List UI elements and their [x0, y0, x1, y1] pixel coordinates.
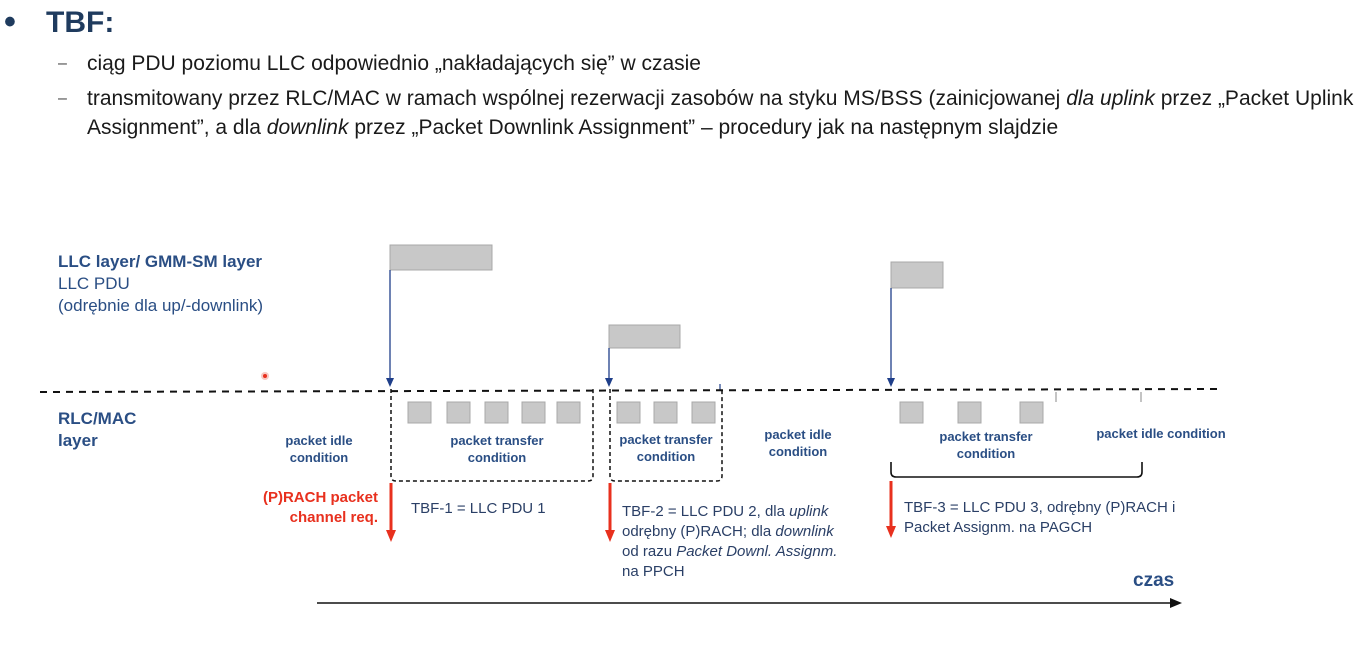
- prach-request-label: (P)RACH packet channel req.: [262, 489, 378, 526]
- rlc-block: [616, 401, 641, 424]
- tbf-brackets: [390, 389, 1143, 482]
- point-1-text: ciąg PDU poziomu LLC odpowiednio „nakład…: [87, 52, 701, 75]
- llc-arrow-3-head: [887, 378, 895, 387]
- point-2-part-e: przez „Packet Downlink Assignment” – pro…: [348, 116, 1059, 139]
- llc-pdu-label: LLC PDU: [58, 274, 130, 293]
- title-bullet: •: [4, 3, 16, 41]
- point-dash: –: [58, 90, 67, 107]
- llc-pdu-block-1: [389, 244, 493, 271]
- tbf-2-line-2: odrębny (P)RACH; dla: [622, 523, 776, 540]
- pointer-dot-center: [263, 374, 267, 378]
- time-axis-label: czas: [1133, 570, 1175, 591]
- point-2-part-a: transmitowany przez RLC/MAC w ramach wsp…: [87, 87, 1067, 110]
- tbf-3-label: TBF-3 = LLC PDU 3, odrębny (P)RACH i Pac…: [904, 498, 1224, 538]
- llc-direction-note: (odrębnie dla up/-downlink): [58, 296, 264, 315]
- tbf-3-line-2: Packet Assignm. na PAGCH: [904, 519, 1093, 536]
- slide-title: TBF:: [46, 6, 115, 39]
- prach-arrow-1-head: [386, 530, 396, 542]
- transfer-condition-3: packet transfer condition: [939, 429, 1033, 461]
- rlc-block: [407, 401, 432, 424]
- prach-arrow-3-head: [886, 526, 896, 538]
- idle-condition-1: packet idle condition: [285, 433, 353, 465]
- llc-arrow-2-head: [605, 378, 613, 387]
- layer-separator: [39, 388, 1219, 393]
- point-2-text: transmitowany przez RLC/MAC w ramach wsp…: [87, 84, 1357, 142]
- rlc-layer-label: RLC/MAC layer: [58, 409, 137, 450]
- tbf-2-uplink: uplink: [789, 503, 829, 520]
- llc-to-rlc-arrows: [386, 270, 895, 390]
- point-dash: –: [58, 55, 67, 72]
- tbf-3-bracket: [890, 462, 1143, 478]
- point-2-italic-downlink: downlink: [266, 116, 349, 139]
- point-2-part-c: przez „Packet Uplink Assignment”, a dla: [87, 87, 1354, 139]
- tbf-2-line-1: TBF-2 = LLC PDU 2, dla: [622, 503, 790, 520]
- llc-pdu-block-3: [890, 261, 944, 289]
- transfer-condition-2: packet transfer condition: [619, 432, 713, 464]
- point-2-italic-uplink: dla uplink: [1066, 87, 1155, 110]
- tbf-2-bracket: [609, 389, 723, 482]
- rlc-blocks: [407, 401, 1044, 424]
- rlc-block: [446, 401, 471, 424]
- idle-condition-2: packet idle condition: [764, 427, 832, 459]
- prach-arrow-2-head: [605, 530, 615, 542]
- rlc-block: [484, 401, 509, 424]
- tbf-2-downlink: downlink: [775, 523, 834, 540]
- tbf-2-label: TBF-2 = LLC PDU 2, dla uplink odrębny (P…: [622, 502, 882, 582]
- llc-arrow-1-head: [386, 378, 394, 387]
- transfer-condition-1: packet transfer condition: [450, 433, 544, 465]
- llc-layer-title: LLC layer/ GMM-SM layer: [58, 252, 263, 271]
- rlc-block: [556, 401, 581, 424]
- tbf-2-line-4: na PPCH: [622, 563, 685, 580]
- tbf-1-label: TBF-1 = LLC PDU 1: [411, 500, 546, 517]
- tbf-1-bracket: [390, 389, 594, 482]
- rlc-block: [691, 401, 716, 424]
- idle-condition-3: packet idle condition: [1096, 426, 1226, 441]
- llc-layer-label: LLC layer/ GMM-SM layer LLC PDU (odrębni…: [58, 251, 263, 317]
- rlc-block: [521, 401, 546, 424]
- rlc-block: [1019, 401, 1044, 424]
- rlc-block: [957, 401, 982, 424]
- rlc-block: [899, 401, 924, 424]
- tbf-2-assignment: Packet Downl. Assignm.: [676, 543, 838, 560]
- tbf-3-line-1: TBF-3 = LLC PDU 3, odrębny (P)RACH i: [904, 499, 1176, 516]
- prach-arrows: [386, 481, 896, 542]
- llc-pdu-block-2: [608, 324, 681, 349]
- tbf-2-line-3: od razu: [622, 543, 677, 560]
- rlc-block: [653, 401, 678, 424]
- time-axis-arrowhead: [1170, 598, 1182, 608]
